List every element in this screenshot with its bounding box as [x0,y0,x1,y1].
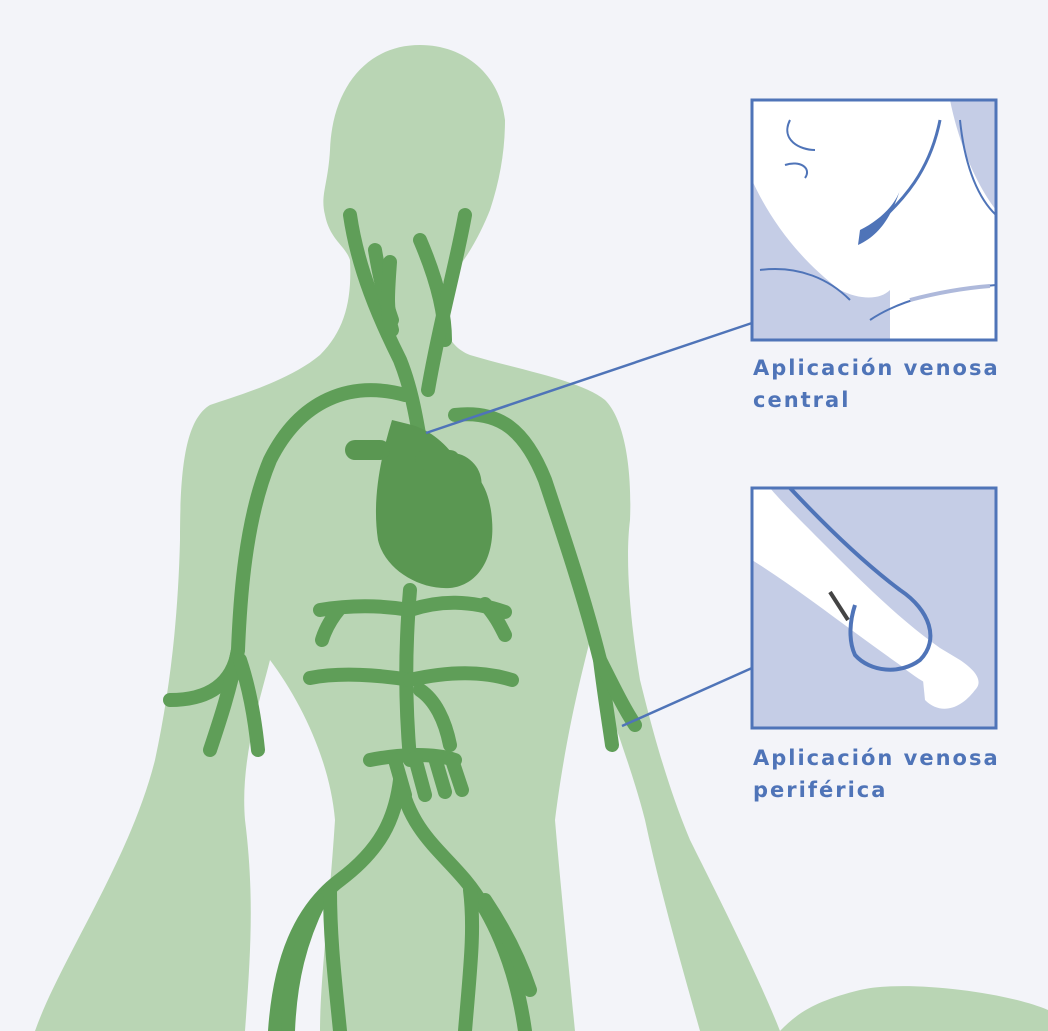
neck-inset [752,100,996,340]
label-peripheral-line1: Aplicación venosa [753,742,1000,774]
label-peripheral-venous: Aplicación venosa periférica [753,742,1000,806]
label-central-line2: central [753,384,1000,416]
label-peripheral-line2: periférica [753,774,1000,806]
arm-inset [752,488,996,728]
label-central-line1: Aplicación venosa [753,352,1000,384]
label-central-venous: Aplicación venosa central [753,352,1000,416]
